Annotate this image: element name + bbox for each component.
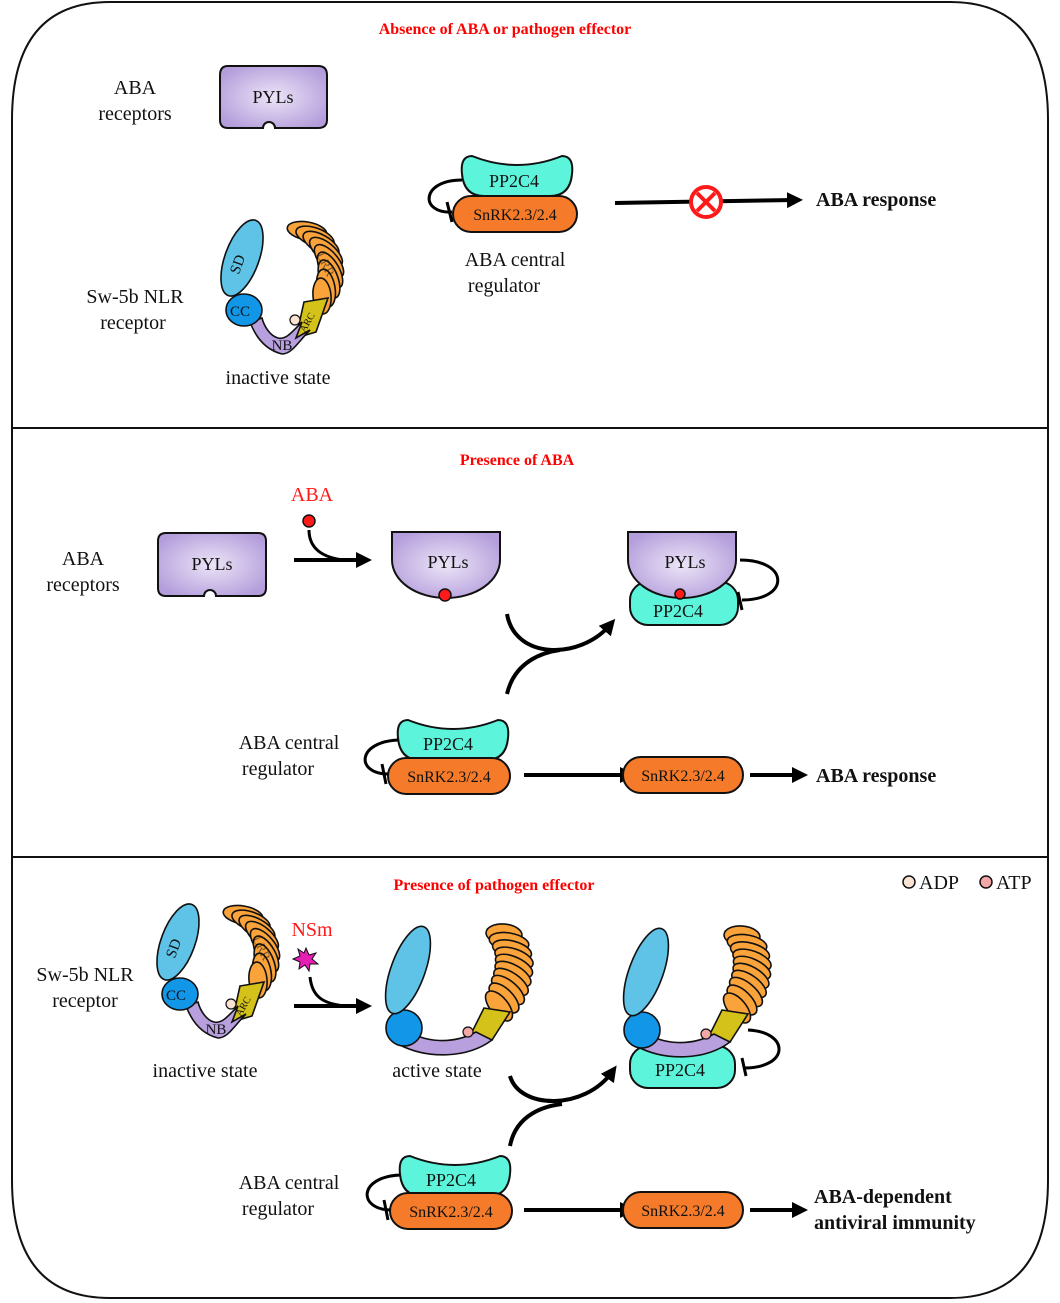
outer-frame [11,1,1049,1299]
nlr-label: Sw-5b NLR [36,964,134,986]
complex-formation-arrow [508,1065,617,1103]
atp-legend-label: ATP [996,872,1032,894]
aba-ligand [438,588,452,602]
pp2c4-label: PP2C4 [655,1060,705,1080]
central-label: ABA central [465,249,566,271]
inhibition-loop [365,1173,401,1212]
aba-response-label: ABA response [816,189,936,211]
receptor-label: receptors [98,103,172,125]
aba-ligand-label: ABA [291,484,334,506]
sw5b-nlr-inactive: SD CC NB ARC LRR [211,213,350,355]
receptor-label: ABA [114,77,157,99]
snrk-free: SnRK2.3/2.4 [622,1191,744,1229]
snrk-free: SnRK2.3/2.4 [622,756,744,794]
panel-effector-presence: Presence of pathogen effector ADP ATP Sw… [36,872,1031,1234]
inhibition-loop [427,178,463,214]
central-label: regulator [242,758,315,780]
effector-binding-curve [308,976,347,1008]
pp2c4-label: PP2C4 [426,1170,476,1190]
nlr-label: receptor [52,990,118,1012]
nb-domain-label: NB [206,1022,227,1038]
sd-domain-label: SD [227,253,249,277]
aba-response-label: ABA response [816,765,936,787]
central-label: regulator [242,1198,315,1220]
sw5b-nlr-inactive: SD CC NB ARC LRR [147,897,286,1039]
immunity-response-label: antiviral immunity [814,1212,976,1234]
nucleotide-legend: ADP ATP [902,872,1032,894]
state-label: inactive state [226,367,331,389]
snrk-label: SnRK2.3/2.4 [641,768,725,785]
adp-legend-marker [902,875,916,889]
central-label: ABA central [239,732,340,754]
ligand-binding-curve [307,529,346,562]
aba-ligand [302,514,316,528]
panel-title: Absence of ABA or pathogen effector [379,21,632,38]
central-label: ABA central [239,1172,340,1194]
blocked-icon [689,185,723,219]
inhibition-loop [739,558,780,602]
inhibition-loop [363,738,399,776]
complex-formation-curve [505,648,561,695]
pyls-receptor: PYLs [219,65,328,129]
nlr-label: Sw-5b NLR [86,286,184,308]
panel-title: Presence of pathogen effector [394,877,595,894]
immunity-response-label: ABA-dependent [814,1186,952,1208]
cc-domain-label: CC [230,304,250,320]
aba-ligand [674,588,686,600]
panel-title: Presence of ABA [460,452,575,469]
pyls-label: PYLs [191,554,232,574]
atp-legend-marker [979,875,993,889]
panel-aba-presence: Presence of ABA ABA receptors PYLs ABA P… [46,452,936,795]
pp2c4-label: PP2C4 [423,734,473,754]
pp2c4-label: PP2C4 [653,601,703,621]
pyls-label: PYLs [664,552,705,572]
panel-absence: Absence of ABA or pathogen effector ABA … [86,21,936,389]
central-label: regulator [468,275,541,297]
pyls-label: PYLs [252,87,293,107]
pp2c4-snrk-complex: PP2C4 SnRK2.3/2.4 [363,719,511,795]
sw5b-nlr-active [375,920,537,1056]
state-label: inactive state [153,1060,258,1082]
snrk-label: SnRK2.3/2.4 [473,207,557,224]
nsm-effector-label: NSm [291,919,333,941]
cc-domain-label: CC [166,988,186,1004]
receptor-label: ABA [62,548,105,570]
complex-formation-arrow [505,613,616,653]
nlr-pp2c4-complex: PP2C4 [613,922,781,1089]
nb-domain-label: NB [272,338,293,354]
sd-domain-label: SD [163,937,185,961]
pp2c4-label: PP2C4 [489,171,539,191]
snrk-label: SnRK2.3/2.4 [641,1203,725,1220]
inhibition-loop [743,1028,781,1070]
pyls-pp2c4-complex: PYLs PP2C4 [627,531,780,626]
state-label: active state [392,1060,482,1082]
pyls-label: PYLs [427,552,468,572]
receptor-label: receptors [46,574,120,596]
pp2c4-snrk-complex: PP2C4 SnRK2.3/2.4 [365,1155,513,1230]
pyls-aba-bound: PYLs [391,531,501,602]
pp2c4-snrk-complex: PP2C4 SnRK2.3/2.4 [427,155,578,233]
nsm-effector-star [291,946,320,973]
snrk-label: SnRK2.3/2.4 [409,1204,493,1221]
snrk-label: SnRK2.3/2.4 [407,769,491,786]
pyls-receptor: PYLs [157,532,267,597]
nlr-label: receptor [100,312,166,334]
adp-legend-label: ADP [919,872,959,894]
complex-formation-curve [508,1102,563,1147]
